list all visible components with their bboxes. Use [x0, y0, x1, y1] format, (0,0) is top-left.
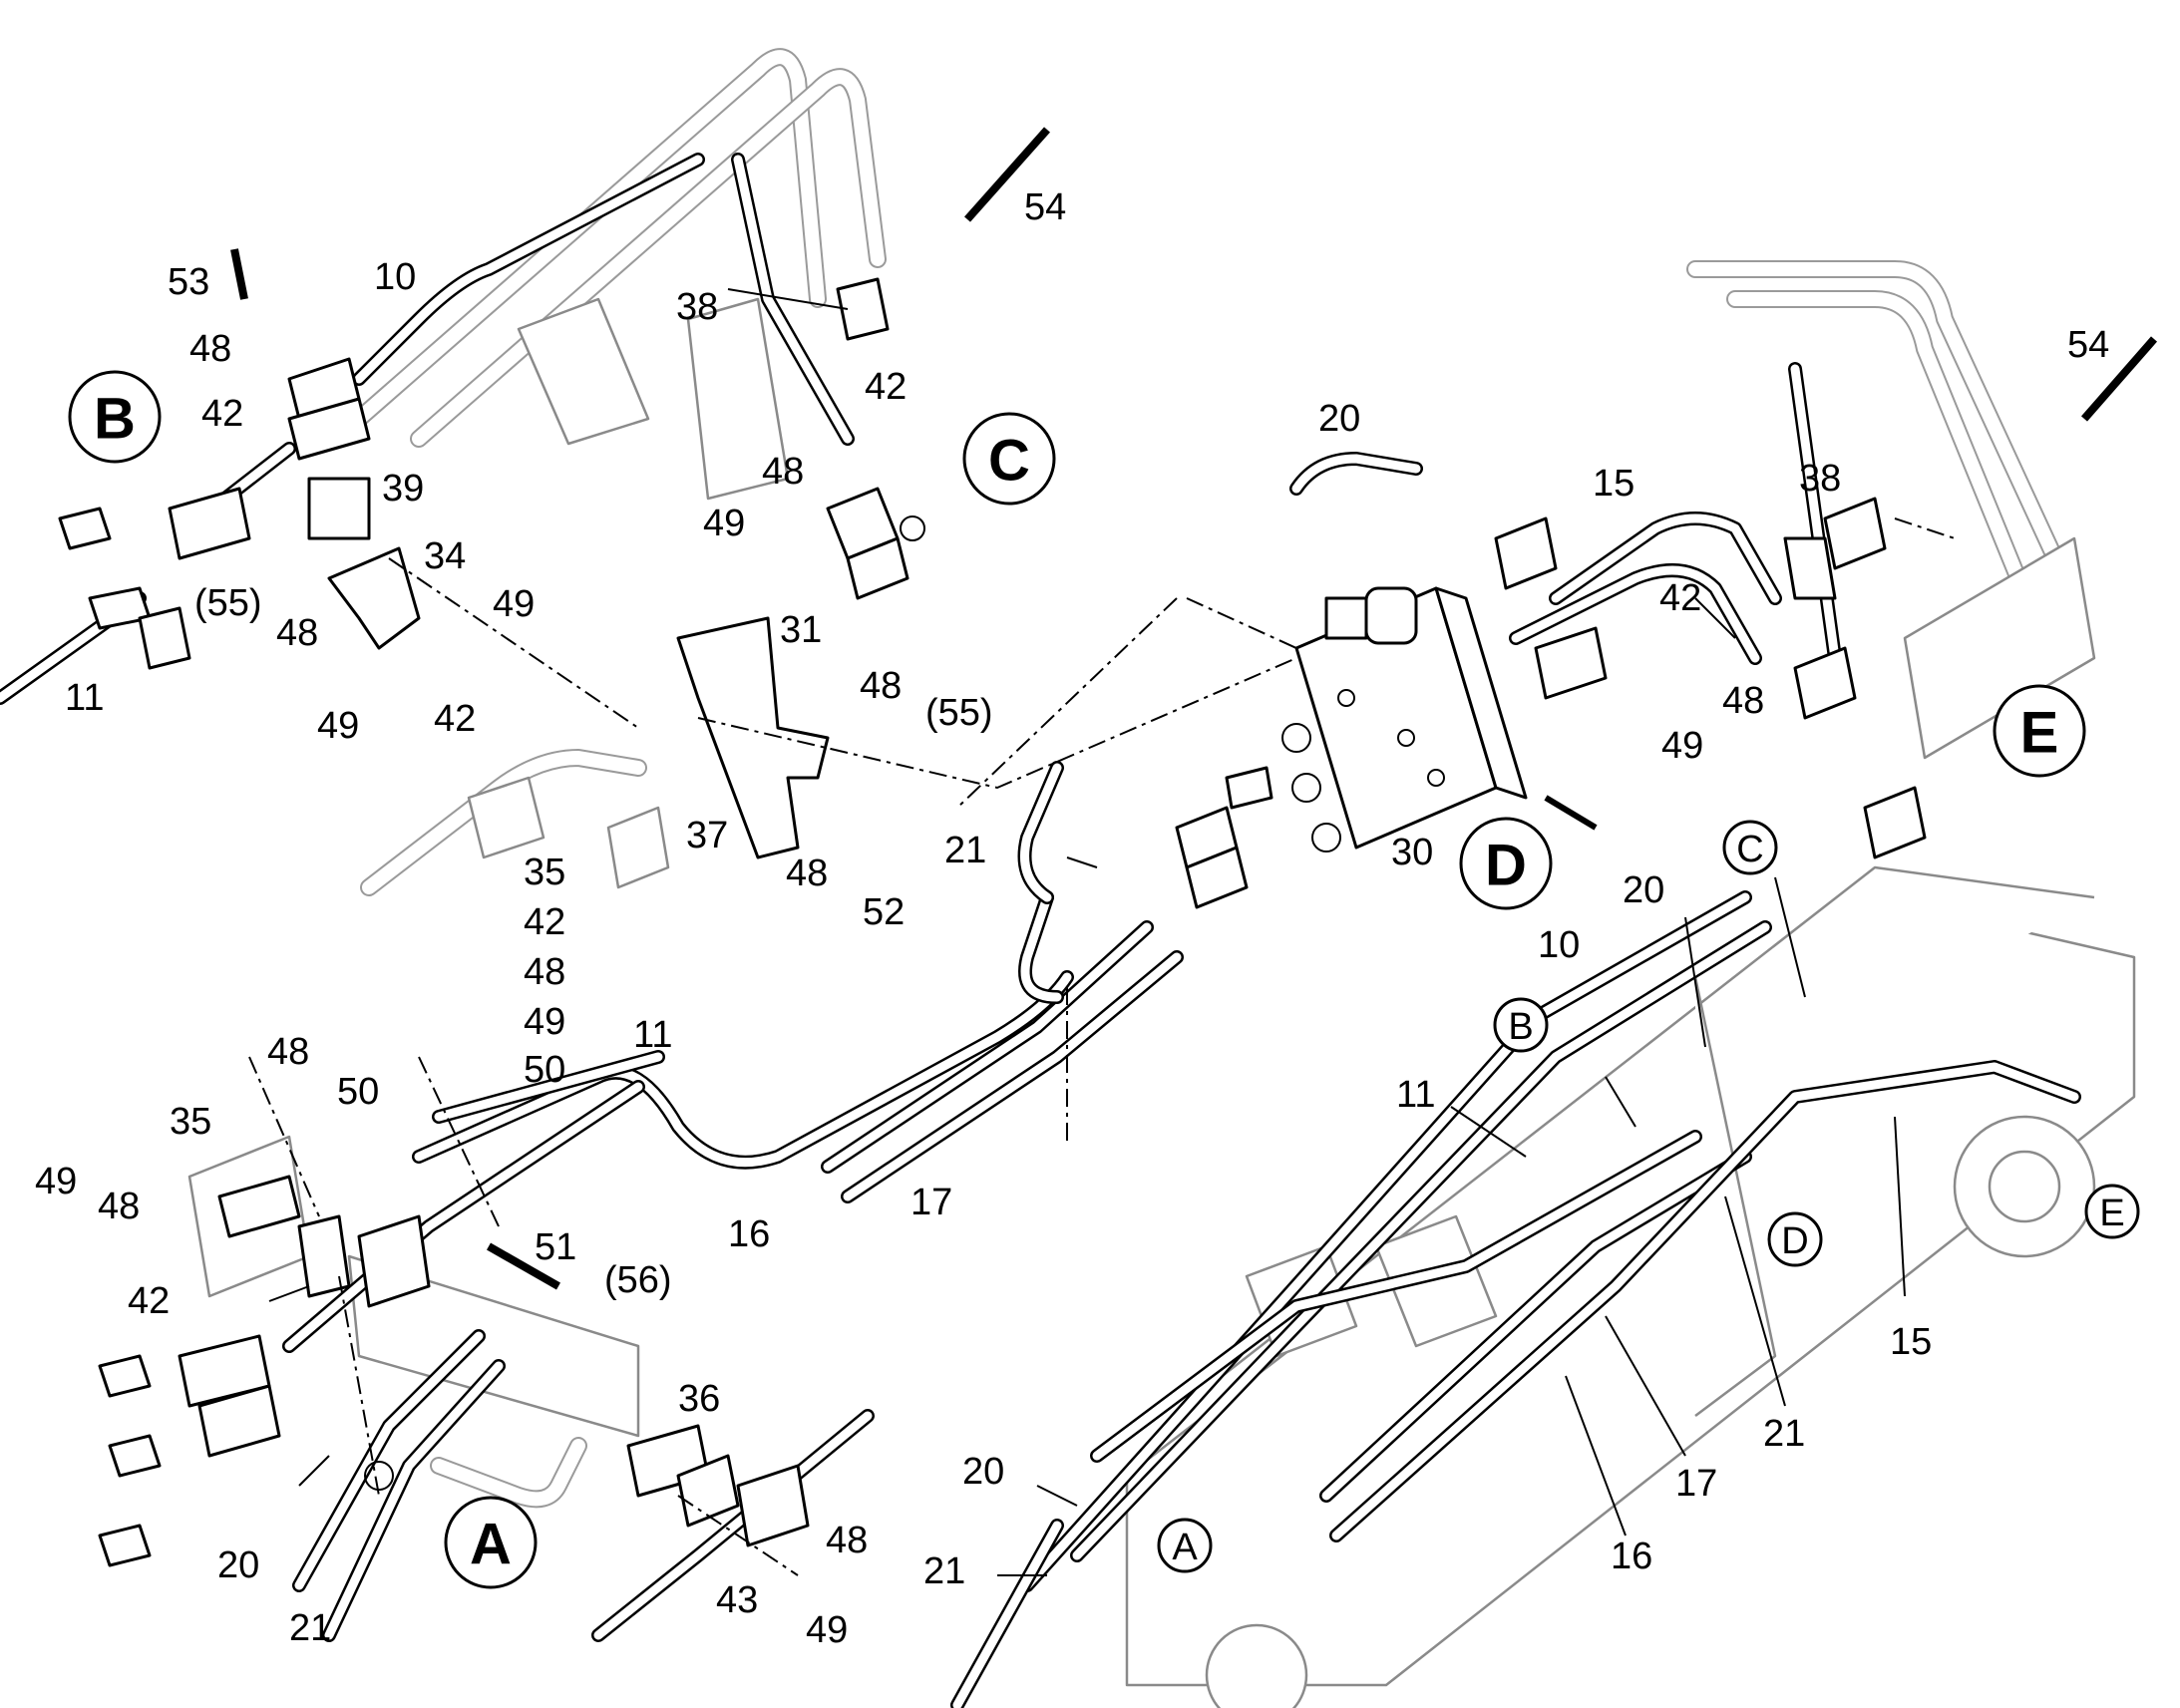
label-11-b: 11 [65, 677, 104, 719]
label-42-c: 42 [865, 366, 907, 408]
valve-block [1294, 586, 1528, 850]
callout-e: E [1993, 684, 2086, 778]
svg-text:C: C [1736, 829, 1763, 870]
svg-text:E: E [2020, 701, 2059, 766]
svg-text:A: A [470, 1513, 512, 1577]
label-55-b: (55) [194, 582, 262, 624]
label-21-o2: 21 [923, 1550, 965, 1592]
label-10-o: 10 [1538, 924, 1580, 966]
label-49-b: 49 [317, 705, 359, 747]
label-53: 53 [168, 261, 209, 303]
label-56: (56) [604, 1259, 672, 1301]
label-49-c: 49 [703, 503, 745, 544]
label-49-a1: 49 [35, 1161, 77, 1202]
label-21-d: 21 [944, 830, 986, 871]
callout-small-e: E [2084, 1184, 2140, 1239]
boom-frame-ghost-right [1686, 260, 2096, 760]
frame-ghost-middle [360, 749, 670, 896]
label-54-e: 54 [2067, 324, 2109, 366]
svg-text:A: A [1172, 1527, 1198, 1568]
label-11-o: 11 [1396, 1074, 1435, 1116]
label-21-o1: 21 [1763, 1413, 1805, 1455]
svg-text:D: D [1781, 1220, 1808, 1262]
callout-a: A [444, 1496, 538, 1589]
stacked-label-a: 35 42 48 49 50 [524, 852, 565, 1091]
label-11-m: 11 [633, 1014, 672, 1056]
svg-text:C: C [988, 429, 1030, 494]
label-49-e: 49 [1661, 725, 1703, 767]
label-37: 37 [686, 815, 728, 856]
clamp-group-c [826, 277, 925, 600]
boom-frame-ghost-top [350, 48, 887, 501]
callout-small-d: D [1767, 1211, 1823, 1267]
label-16-o: 16 [1611, 1536, 1652, 1577]
label-39: 39 [382, 468, 424, 510]
label-20-d: 20 [1318, 398, 1360, 440]
callout-small-b: B [1493, 997, 1549, 1053]
label-36: 36 [678, 1378, 720, 1420]
callout-c: C [962, 412, 1056, 506]
clamp-group-b [58, 357, 421, 670]
label-49-m: 49 [493, 583, 535, 625]
svg-text:B: B [94, 387, 136, 452]
label-15-o: 15 [1890, 1321, 1932, 1363]
callout-small-a: A [1157, 1518, 1213, 1573]
flange-group-d [1175, 723, 1341, 909]
bracket-plate [676, 616, 830, 859]
label-31: 31 [780, 609, 822, 651]
svg-text:B: B [1508, 1006, 1533, 1048]
label-16-m: 16 [728, 1213, 770, 1255]
label-38-e: 38 [1799, 458, 1841, 500]
label-48-m1: 48 [860, 665, 902, 707]
label-30: 30 [1391, 832, 1433, 873]
label-48-b: 48 [276, 612, 318, 654]
svg-text:50: 50 [524, 1049, 565, 1091]
label-52: 52 [863, 891, 905, 933]
label-21-a: 21 [289, 1607, 331, 1649]
label-48-a1: 48 [267, 1031, 309, 1073]
label-42-a: 42 [128, 1280, 170, 1322]
label-43: 43 [716, 1579, 758, 1621]
boom-assembly-overview [1125, 865, 2136, 1708]
label-42: 42 [201, 393, 243, 435]
callout-d: D [1459, 817, 1553, 910]
assembly-centerlines [248, 517, 1956, 1576]
label-15-d: 15 [1593, 463, 1635, 505]
label-48: 48 [189, 328, 231, 370]
label-48-c: 48 [762, 451, 804, 493]
callout-small-c: C [1722, 820, 1778, 875]
label-20-o1: 20 [1623, 869, 1664, 911]
label-35-a: 35 [170, 1101, 211, 1143]
label-48-m2: 48 [786, 853, 828, 894]
clamp-group-e [1494, 497, 1927, 859]
svg-text:D: D [1485, 834, 1527, 898]
label-48-a3: 48 [826, 1520, 868, 1561]
callout-b: B [68, 370, 162, 464]
label-55-m: (55) [925, 692, 993, 734]
label-38-c: 38 [676, 286, 718, 328]
leader-lines [268, 288, 1906, 1576]
clamp-group-a [98, 1175, 810, 1567]
label-17-o: 17 [1675, 1463, 1717, 1505]
label-34: 34 [424, 535, 466, 577]
label-17-m: 17 [910, 1182, 952, 1223]
svg-text:49: 49 [524, 1001, 565, 1043]
svg-text:35: 35 [524, 852, 565, 893]
svg-text:48: 48 [524, 951, 565, 993]
long-bolts [230, 127, 2158, 1290]
label-20-o2: 20 [962, 1451, 1004, 1493]
label-42-e: 42 [1659, 577, 1701, 619]
label-49-a2: 49 [806, 1609, 848, 1651]
label-54-c: 54 [1024, 186, 1066, 228]
label-51: 51 [535, 1226, 576, 1268]
label-20-a: 20 [217, 1544, 259, 1586]
label-42-m: 42 [434, 698, 476, 740]
label-50-a: 50 [337, 1071, 379, 1113]
label-48-a2: 48 [98, 1186, 140, 1227]
label-10: 10 [374, 256, 416, 298]
label-48-e: 48 [1722, 680, 1764, 722]
svg-text:E: E [2099, 1193, 2124, 1234]
svg-text:42: 42 [524, 901, 565, 943]
